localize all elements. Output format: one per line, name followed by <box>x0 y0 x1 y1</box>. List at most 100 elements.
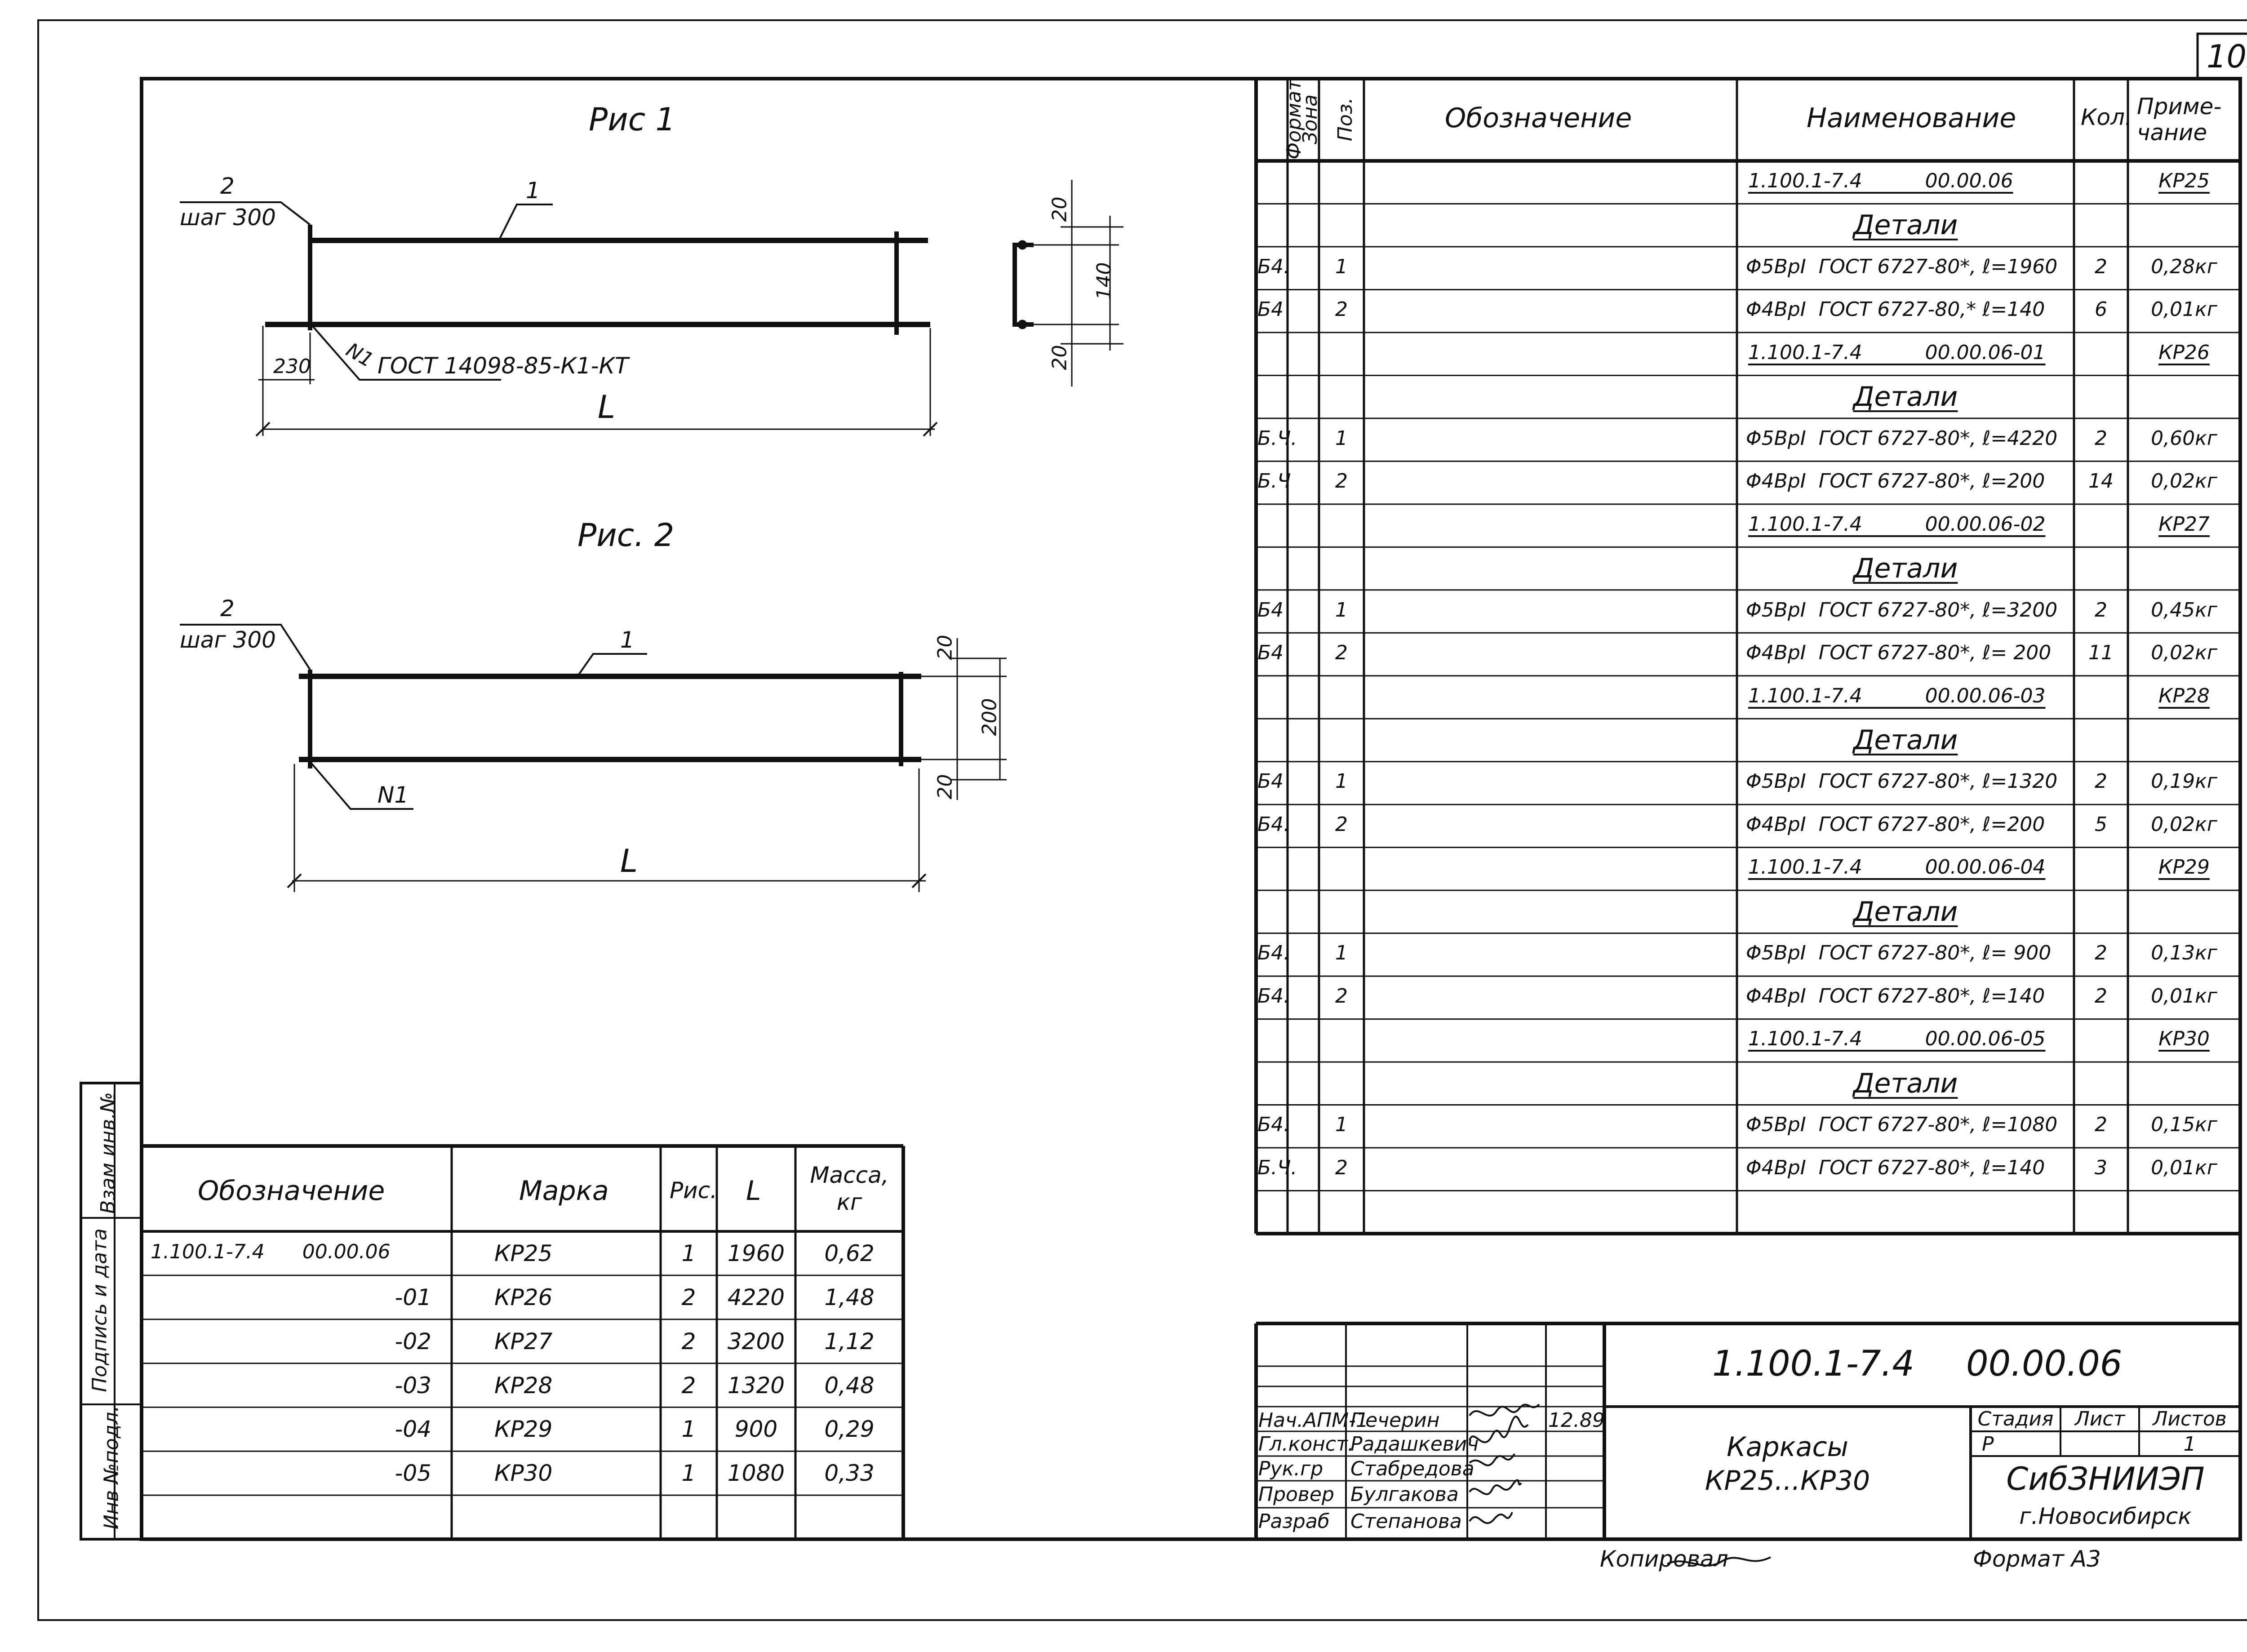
spec-item-name: Φ4ВрI ГОСТ 6727-80*, ℓ= 200 <box>1746 641 2052 665</box>
group-fig: 1 <box>681 1460 696 1487</box>
fig2-leader-1: 1 <box>620 627 635 653</box>
spec-doc-name: 1.100.1-7.4 00.00.06 <box>1748 169 2013 192</box>
spec-item-pos: 2 <box>1335 813 1348 836</box>
spec-item-note: 0,28кг <box>2151 255 2217 278</box>
group-length: 900 <box>734 1416 778 1443</box>
spec-item-pos: 1 <box>1335 941 1348 965</box>
spec-item-note: 0,01кг <box>2151 1156 2217 1179</box>
spec-item-note: 0,45кг <box>2151 598 2217 622</box>
spec-item-name: Φ5ВрI ГОСТ 6727-80*, ℓ=1960 <box>1746 255 2058 278</box>
spec-doc-name: 1.100.1-7.4 00.00.06-03 <box>1748 684 2046 707</box>
group-designation: 1.100.1-7.4 00.00.06 <box>151 1240 391 1263</box>
spec-section-title: Детали <box>1853 1067 1958 1099</box>
spec-item-note: 0,13кг <box>2151 941 2217 965</box>
fig1-dim-length: L <box>598 389 615 426</box>
spec-item-pos: 1 <box>1335 255 1348 278</box>
spec-item-name: Φ4ВрI ГОСТ 6727-80,* ℓ=140 <box>1746 298 2045 321</box>
section-dim-bot: 20 <box>1048 345 1071 370</box>
group-table-grid <box>142 1144 905 1539</box>
title-doc-1: Каркасы <box>1727 1431 1848 1463</box>
fig2-dim-length: L <box>620 843 638 879</box>
group-mark: КР26 <box>494 1284 553 1310</box>
spec-doc-note: КР29 <box>2158 856 2210 879</box>
fig1-leader-1: 1 <box>526 178 540 204</box>
title-code-suffix: 00.00.06 <box>1966 1344 2123 1384</box>
group-designation: -03 <box>395 1372 431 1399</box>
sheet-number: 102 <box>2207 38 2247 75</box>
spec-item-pos: 2 <box>1335 641 1348 665</box>
section-dim-mid: 140 <box>1092 262 1116 300</box>
group-mass: 0,48 <box>824 1372 875 1399</box>
person-role: Рук.гр <box>1258 1457 1323 1480</box>
spec-item-format: Б4. <box>1257 255 1290 278</box>
spec-header-note: Приме- чание <box>2137 93 2222 146</box>
spec-item-note: 0,01кг <box>2151 984 2217 1008</box>
spec-item-qty: 2 <box>2095 770 2107 793</box>
spec-item-note: 0,60кг <box>2151 426 2217 450</box>
format-label: Формат А3 <box>1973 1546 2101 1572</box>
spec-item-name: Φ5ВрI ГОСТ 6727-80*, ℓ=1320 <box>1746 770 2058 793</box>
fig2-dim-top: 20 <box>933 635 957 660</box>
spec-item-qty: 5 <box>2095 813 2107 836</box>
group-header-designation: Обозначение <box>198 1175 385 1207</box>
person-name: Радашкевич <box>1350 1433 1479 1456</box>
spec-item-note: 0,19кг <box>2151 770 2217 793</box>
group-mass: 0,33 <box>824 1460 875 1487</box>
title-sheet-label: Лист <box>2074 1408 2125 1430</box>
group-length: 3200 <box>727 1328 785 1354</box>
fig2-dim-bot: 20 <box>933 774 957 799</box>
spec-item-format: Б4. <box>1257 941 1290 965</box>
spec-section-title: Детали <box>1853 209 1958 241</box>
signatures <box>1469 1403 1771 1567</box>
spec-section-title: Детали <box>1853 553 1958 585</box>
person-name: Степанова <box>1350 1510 1462 1533</box>
title-code: 1.100.1-7.4 <box>1712 1344 1914 1384</box>
spec-doc-note: КР27 <box>2158 512 2210 536</box>
spec-item-format: Б4. <box>1257 984 1290 1008</box>
spec-item-name: Φ5ВрI ГОСТ 6727-80*, ℓ= 900 <box>1746 941 2052 965</box>
spec-doc-note: КР26 <box>2158 341 2210 364</box>
spec-section-title: Детали <box>1853 724 1958 756</box>
group-mark: КР25 <box>494 1240 553 1266</box>
spec-item-qty: 2 <box>2095 598 2107 622</box>
spec-doc-name: 1.100.1-7.4 00.00.06-01 <box>1748 341 2046 364</box>
fig2-leader-2-num: 2 <box>220 595 235 622</box>
spec-doc-note: КР28 <box>2158 684 2210 707</box>
spec-header-designation: Обозначение <box>1445 102 1632 134</box>
spec-item-name: Φ5ВрI ГОСТ 6727-80*, ℓ=1080 <box>1746 1113 2058 1137</box>
spec-item-pos: 2 <box>1335 470 1348 493</box>
group-mass: 1,12 <box>824 1328 875 1354</box>
fig2-title: Рис. 2 <box>577 517 675 554</box>
copied-by: Копировал <box>1600 1546 1728 1572</box>
group-header-fig: Рис. <box>670 1177 718 1203</box>
spec-section-title: Детали <box>1853 896 1958 928</box>
group-fig: 1 <box>681 1416 696 1443</box>
group-length: 1080 <box>727 1460 785 1487</box>
person-name: Печерин <box>1350 1409 1440 1432</box>
section-drawing <box>1012 180 1124 386</box>
group-designation: -05 <box>395 1460 431 1487</box>
side-stamp-replace-inv: Взам инв.№ <box>96 1092 120 1214</box>
group-designation: -02 <box>395 1328 431 1354</box>
spec-item-name: Φ4ВрI ГОСТ 6727-80*, ℓ=200 <box>1746 470 2045 493</box>
spec-item-name: Φ5ВрI ГОСТ 6727-80*, ℓ=3200 <box>1746 598 2058 622</box>
spec-item-qty: 14 <box>2088 470 2114 493</box>
spec-item-format: Б4 <box>1257 298 1284 321</box>
spec-item-qty: 2 <box>2095 426 2107 450</box>
group-mass: 0,62 <box>824 1240 875 1266</box>
fig1-leader-2-num: 2 <box>220 173 235 199</box>
title-org: СибЗНИИЭП <box>2006 1461 2205 1497</box>
person-name: Булгакова <box>1350 1483 1459 1506</box>
spec-doc-note: КР30 <box>2158 1027 2210 1051</box>
spec-item-pos: 2 <box>1335 1156 1348 1179</box>
spec-section-title: Детали <box>1853 381 1958 413</box>
group-fig: 1 <box>681 1240 696 1266</box>
spec-item-qty: 6 <box>2095 298 2107 321</box>
group-fig: 2 <box>681 1284 696 1310</box>
spec-item-format: Б4 <box>1257 770 1284 793</box>
fig1-leader-2-text: шаг 300 <box>180 204 276 231</box>
title-date: 12.89 <box>1548 1409 1605 1432</box>
spec-header-qty: Кол. <box>2081 104 2132 130</box>
spec-item-note: 0,02кг <box>2151 641 2217 665</box>
